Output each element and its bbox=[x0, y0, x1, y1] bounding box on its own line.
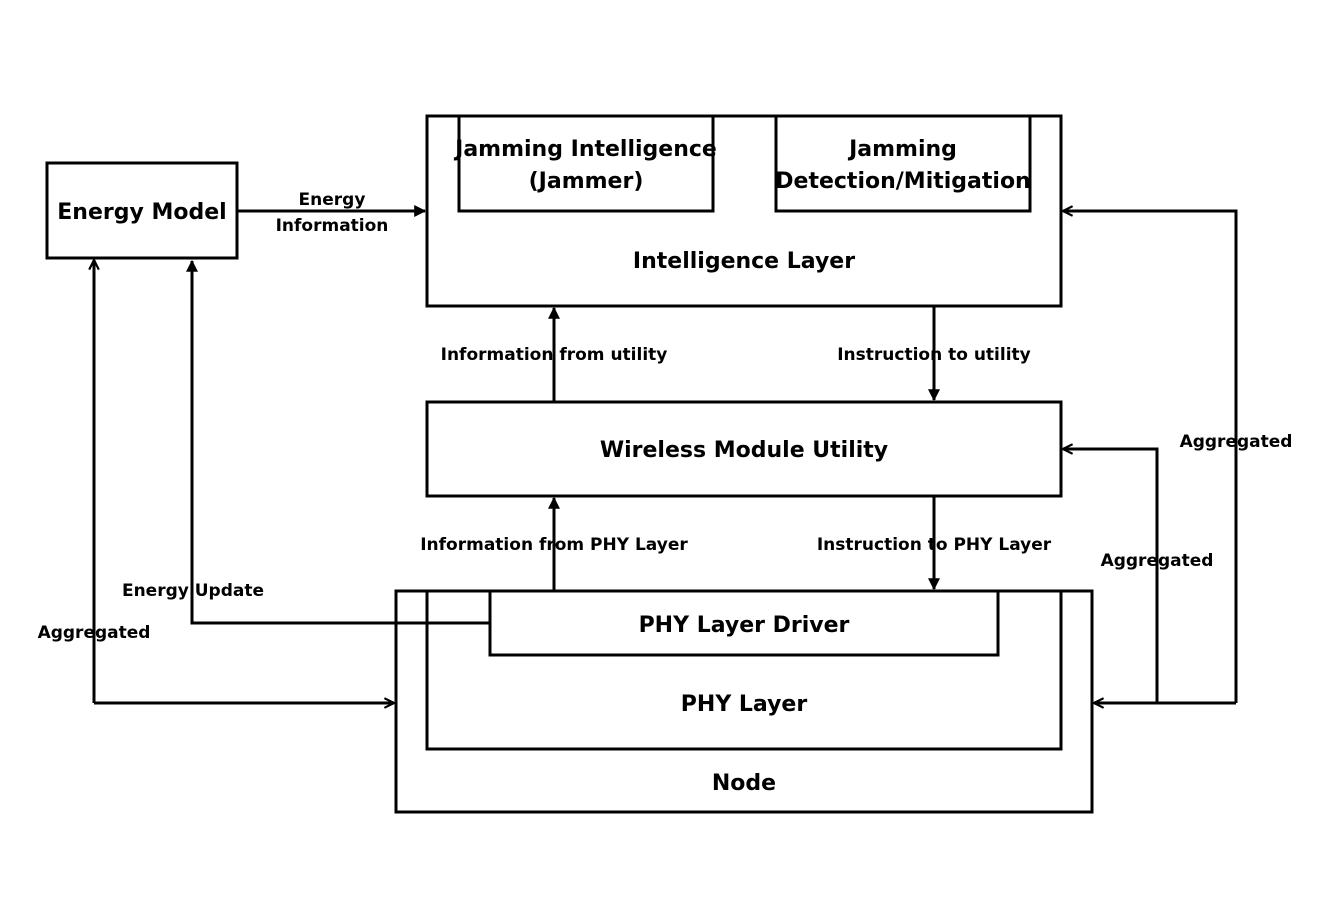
information-from-phy-label: Information from PHY Layer bbox=[420, 535, 688, 555]
jamming-intelligence-box bbox=[457, 114, 715, 213]
intelligence-layer-label: Intelligence Layer bbox=[633, 249, 855, 274]
phy-layer-driver-label: PHY Layer Driver bbox=[639, 613, 850, 638]
energy-model-label: Energy Model bbox=[57, 200, 226, 225]
wireless-module-utility-box bbox=[425, 400, 1063, 498]
phy-layer-driver-box bbox=[488, 589, 1000, 657]
phy-layer-label: PHY Layer bbox=[681, 692, 808, 717]
aggregated-right-outer-arrow bbox=[1063, 211, 1238, 703]
aggregated-right-outer-label: Aggregated bbox=[1180, 432, 1293, 452]
aggregated-right-inner-label: Aggregated bbox=[1101, 551, 1214, 571]
energy-information-label-line2: Information bbox=[276, 216, 389, 236]
wireless-module-utility-label: Wireless Module Utility bbox=[600, 438, 888, 463]
node-label: Node bbox=[712, 771, 776, 796]
energy-update-label: Energy Update bbox=[122, 581, 264, 601]
instruction-to-phy-label: Instruction to PHY Layer bbox=[817, 535, 1052, 555]
information-from-utility-label: Information from utility bbox=[441, 345, 668, 365]
jamming-intelligence-label-line2: (Jammer) bbox=[529, 169, 644, 194]
jamming-detection-box bbox=[774, 114, 1032, 213]
energy-model-box bbox=[45, 161, 239, 260]
jamming-detection-label-line2: Detection/Mitigation bbox=[775, 169, 1030, 194]
energy-update-arrow bbox=[186, 259, 490, 625]
aggregated-right-inner-arrow bbox=[1063, 449, 1159, 703]
jamming-detection-label-line1: Jamming bbox=[847, 137, 957, 162]
jamming-intelligence-label-line1: Jamming Intelligence bbox=[453, 137, 717, 162]
aggregated-left-label: Aggregated bbox=[38, 623, 151, 643]
instruction-to-utility-label: Instruction to utility bbox=[837, 345, 1031, 365]
energy-information-label-line1: Energy bbox=[299, 190, 366, 210]
